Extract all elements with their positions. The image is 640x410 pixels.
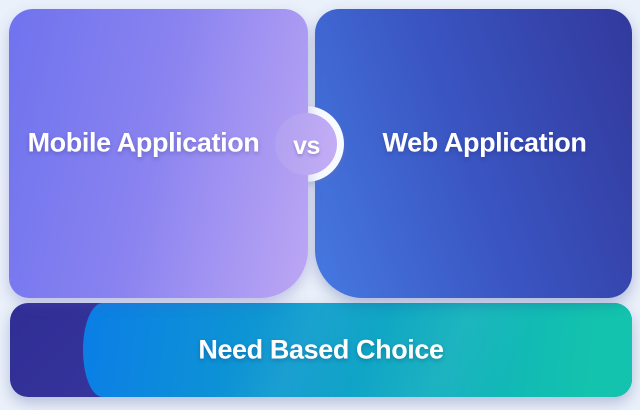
vs-connector-bump xyxy=(275,113,337,175)
mobile-application-card: Mobile Application xyxy=(9,9,308,298)
need-based-choice-bar: Need Based Choice xyxy=(10,303,632,397)
mobile-application-title: Mobile Application xyxy=(27,127,260,157)
web-application-title: Web Application xyxy=(382,127,587,157)
vs-label: vs xyxy=(293,132,320,160)
need-based-choice-title: Need Based Choice xyxy=(198,334,444,365)
web-application-card: Web Application xyxy=(315,9,632,298)
bar-gradient-pill xyxy=(83,303,632,397)
